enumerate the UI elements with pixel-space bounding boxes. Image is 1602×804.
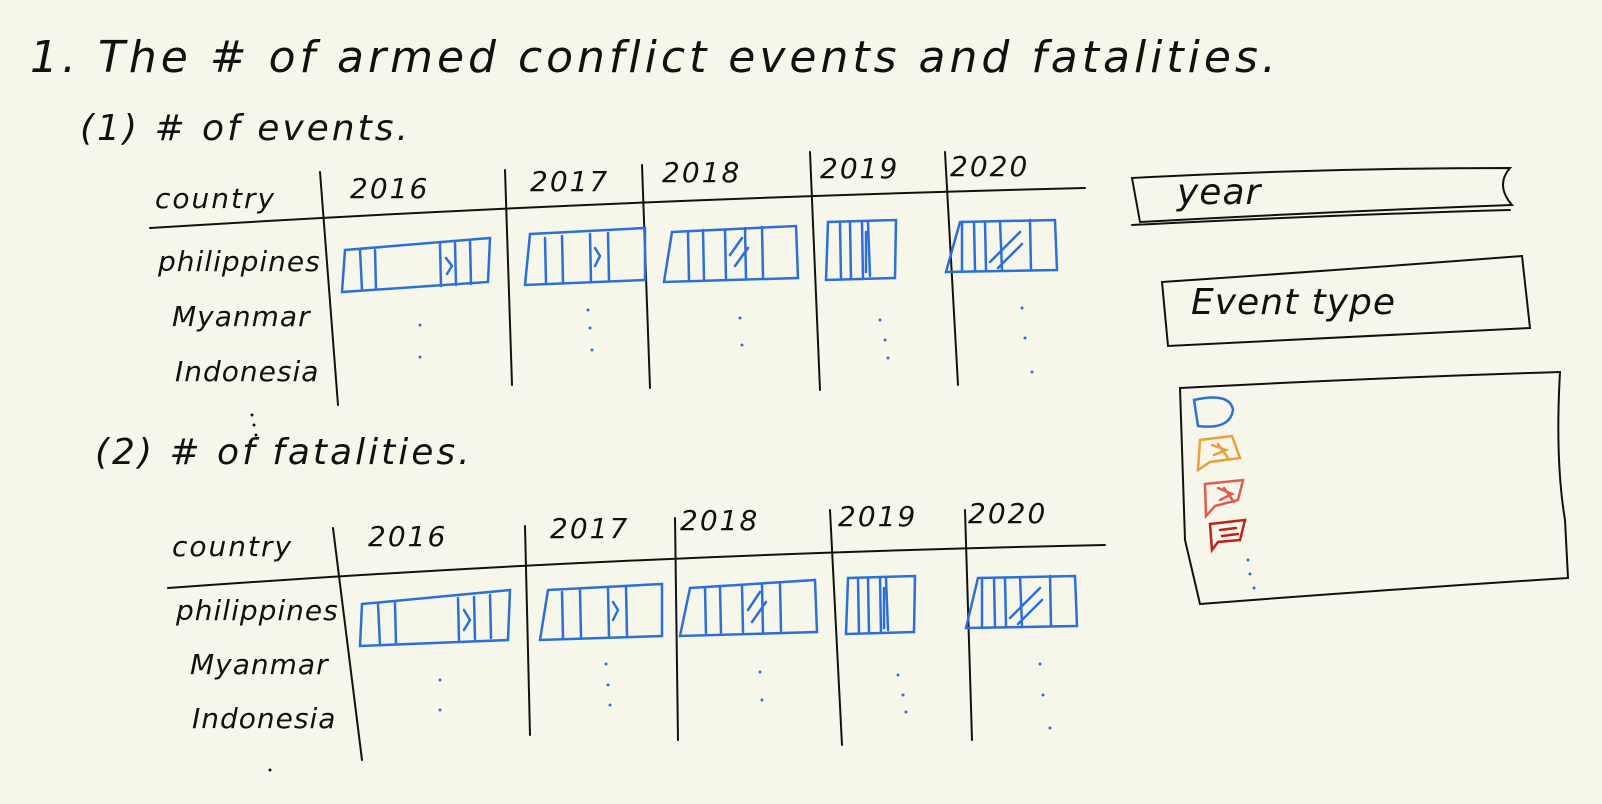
year-header-2019: 2019 <box>820 152 900 185</box>
row-label-philippines: philippines <box>158 245 321 278</box>
fatalities-bars <box>358 574 1079 648</box>
country-column-header: country <box>155 182 277 215</box>
events-col-divider <box>504 169 513 386</box>
year-header-2016: 2016 <box>350 172 430 205</box>
legend-box <box>1185 380 1565 600</box>
events-col-divider <box>944 151 959 386</box>
year-filter-underline <box>1131 209 1511 226</box>
events-header-rule <box>149 187 1086 229</box>
year-header-2017: 2017 <box>530 165 610 198</box>
year-header-2020: 2020 <box>968 497 1048 530</box>
row-label-indonesia: Indonesia <box>192 702 337 735</box>
legend-swatch-blue <box>1192 396 1235 428</box>
legend-swatch-darkred <box>1208 518 1247 554</box>
row-label-myanmar: Myanmar <box>172 300 311 333</box>
legend-box-outline <box>1178 370 1570 606</box>
year-filter-label: year <box>1177 172 1262 213</box>
bar-2016 <box>340 236 492 294</box>
legend-swatches <box>1192 396 1247 554</box>
row-label-philippines: philippines <box>176 594 339 627</box>
bar-2018 <box>662 224 800 284</box>
events-bars <box>340 218 1059 294</box>
event-type-filter-label: Event type <box>1191 282 1396 323</box>
year-header-2016: 2016 <box>368 520 448 553</box>
bar-2016 <box>358 588 512 648</box>
events-col-divider <box>319 171 339 406</box>
fatalities-col-divider <box>524 525 531 736</box>
fatalities-col-divider <box>829 509 843 746</box>
fatalities-section-heading: (2) # of fatalities. <box>95 432 473 473</box>
events-col-divider <box>809 151 821 391</box>
event-type-filter[interactable]: Event type <box>1165 262 1525 342</box>
fatalities-header-rule <box>167 544 1106 589</box>
ellipsis-dots <box>250 413 272 772</box>
events-section-heading: (1) # of events. <box>80 108 411 149</box>
year-header-2020: 2020 <box>950 150 1030 183</box>
year-filter[interactable]: year <box>1135 170 1505 220</box>
bar-2019 <box>824 218 898 282</box>
bar-2019 <box>844 574 917 636</box>
country-column-header: country <box>172 530 294 563</box>
fatalities-col-divider <box>332 527 363 761</box>
event-type-filter-outline <box>1160 254 1532 348</box>
bar-2017 <box>538 582 664 642</box>
fatalities-col-divider <box>674 517 679 741</box>
bar-2017 <box>523 226 647 287</box>
year-header-2018: 2018 <box>680 504 760 537</box>
row-label-indonesia: Indonesia <box>175 355 320 388</box>
bar-2020 <box>964 574 1079 630</box>
continuation-dots <box>418 306 1256 730</box>
year-header-2018: 2018 <box>662 156 742 189</box>
year-header-2019: 2019 <box>838 500 918 533</box>
fatalities-col-divider <box>964 509 973 741</box>
bar-2020 <box>944 218 1059 274</box>
year-header-2017: 2017 <box>550 512 630 545</box>
year-filter-outline <box>1130 166 1515 224</box>
page-title: 1. The # of armed conflict events and fa… <box>30 32 1280 83</box>
legend-swatch-red <box>1203 478 1245 520</box>
legend-swatch-orange <box>1196 434 1242 473</box>
row-label-myanmar: Myanmar <box>190 648 329 681</box>
bar-2018 <box>678 578 819 638</box>
